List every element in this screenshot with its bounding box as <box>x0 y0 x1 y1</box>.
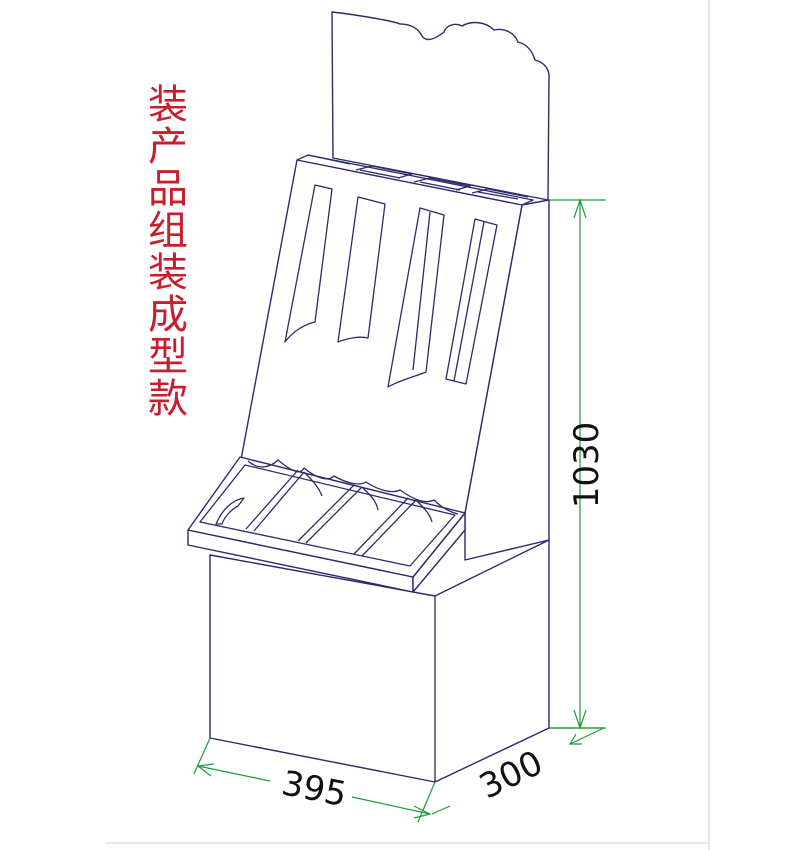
title-char: 装 <box>148 82 188 128</box>
header-board <box>331 11 550 201</box>
title-char: 组 <box>148 208 188 254</box>
height-label: 1030 <box>567 422 607 509</box>
title-char: 产 <box>148 124 188 170</box>
title-char: 型 <box>148 334 188 380</box>
title-char: 装 <box>148 250 188 296</box>
width-label: 395 <box>278 763 349 815</box>
title-char: 品 <box>148 166 188 212</box>
title-char: 成 <box>148 292 188 338</box>
tray <box>187 456 466 593</box>
height-dimension: 1030 <box>549 198 607 730</box>
title-char: 款 <box>148 376 188 422</box>
